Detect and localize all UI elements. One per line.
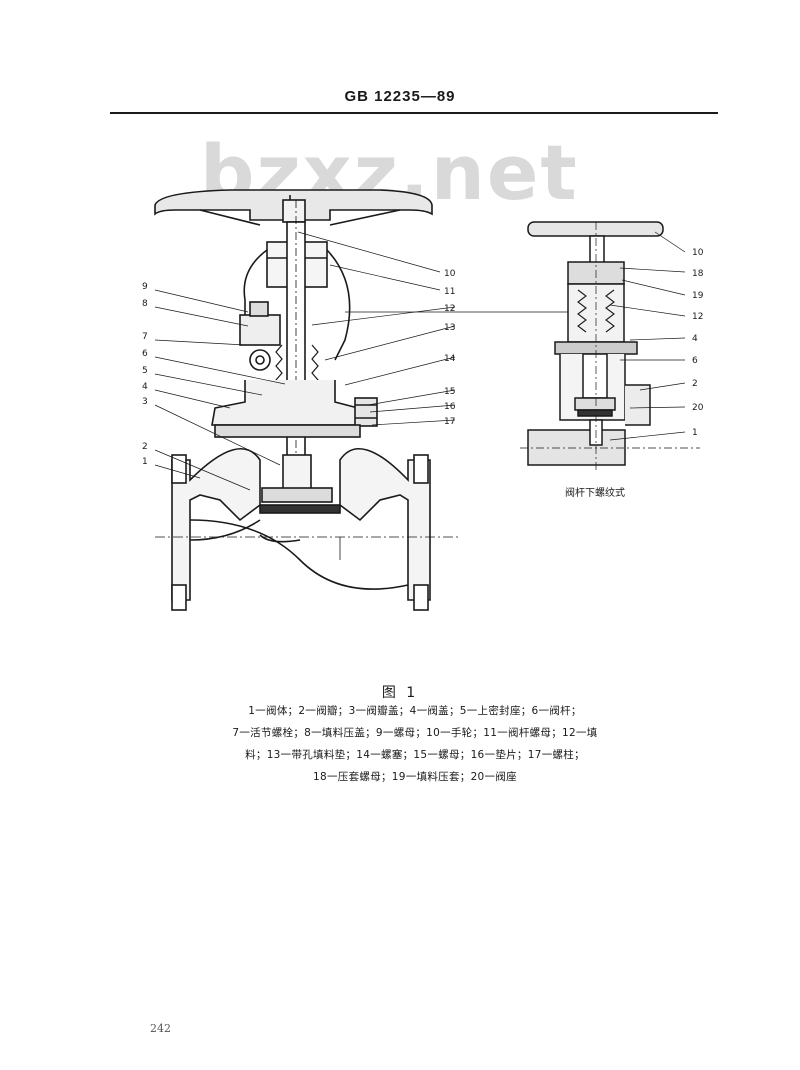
figure-title: 图 1 [381,685,419,701]
parts-legend: 1一阀体；2一阀瓣；3一阀瓣盖；4一阀盖；5一上密封座；6一阀杆； 7一活节螺栓… [215,700,615,788]
detail-callout-4: 4 [692,334,698,344]
callout-5: 5 [142,366,148,376]
callout-9: 9 [142,282,148,292]
page-number: 242 [150,1022,171,1035]
parts-legend-line: 1一阀体；2一阀瓣；3一阀瓣盖；4一阀盖；5一上密封座；6一阀杆； [248,705,582,717]
callout-15: 15 [444,387,455,397]
parts-legend-line: 料；13一带孔填料垫；14一螺塞；15一螺母；16一垫片；17一螺柱； [245,749,585,761]
detail-callout-2: 2 [692,379,698,389]
callout-4: 4 [142,382,148,392]
standard-header: GB 12235—89 [344,88,456,105]
callout-2: 2 [142,442,148,452]
callout-3: 3 [142,397,148,407]
detail-callout-18: 18 [692,269,704,279]
callout-17: 17 [444,417,455,427]
callout-6: 6 [142,349,148,359]
callout-12: 12 [444,304,455,314]
parts-legend-line: 7一活节螺栓；8一填料压盖；9一螺母；10一手轮；11一阀杆螺母；12一填 [232,727,598,739]
main-valve-sectional-view [154,189,460,611]
detail-callout-12: 12 [692,312,703,322]
callout-11: 11 [444,287,455,297]
header-rule [110,112,718,114]
detail-callout-1: 1 [692,428,698,438]
callout-8: 8 [142,299,148,309]
callout-10: 10 [444,269,456,279]
callout-7: 7 [142,332,148,342]
callout-13: 13 [444,323,455,333]
callout-16: 16 [444,402,456,412]
callout-14: 14 [444,354,456,364]
detail-callout-20: 20 [692,403,704,413]
detail-valve-view [345,221,700,470]
main-right-callouts: 10 11 12 13 14 15 16 17 [444,269,456,427]
detail-callouts: 10 18 19 12 4 6 2 20 1 [692,248,704,438]
parts-legend-line: 18一压套螺母；19一填料压套；20一阀座 [313,771,517,783]
main-left-callouts: 9 8 7 6 5 4 3 2 1 [142,282,148,467]
callout-1: 1 [142,457,148,467]
detail-callout-10: 10 [692,248,704,258]
detail-callout-19: 19 [692,291,704,301]
detail-view-caption: 阀杆下螺纹式 [565,488,625,499]
detail-callout-6: 6 [692,356,698,366]
